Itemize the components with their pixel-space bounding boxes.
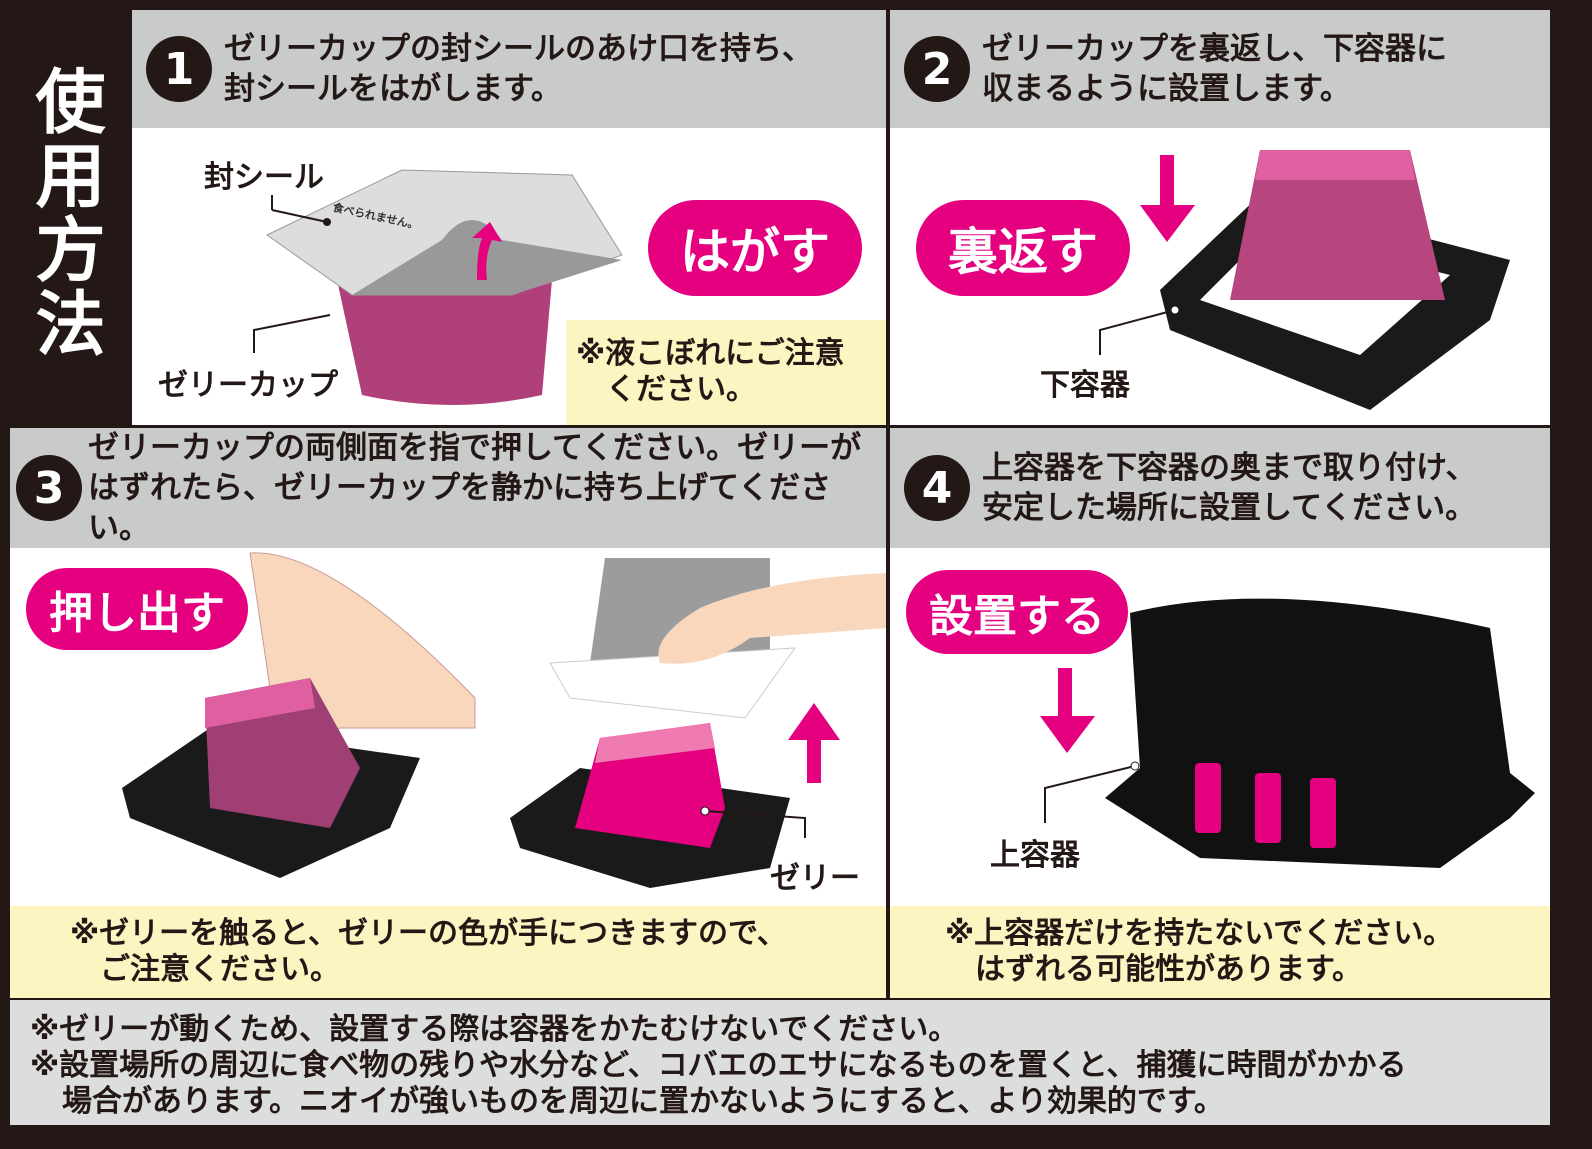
step-2-header: 2 ゼリーカップを裏返し、下容器に 収まるように設置します。 bbox=[890, 10, 1550, 128]
step-1-panel: 1 ゼリーカップの封シールのあけ口を持ち、 封シールをはがします。 食べられませ… bbox=[132, 10, 886, 425]
page-title: 使用方法 bbox=[0, 0, 130, 425]
step-instruction: 上容器を下容器の奥まで取り付け、 安定した場所に設置してください。 bbox=[982, 450, 1477, 526]
step-4-header: 4 上容器を下容器の奥まで取り付け、 安定した場所に設置してください。 bbox=[890, 428, 1550, 548]
assembled-trap-illustration bbox=[1040, 598, 1535, 868]
push-out-illustration bbox=[122, 552, 886, 888]
step-3-header: 3 ゼリーカップの両側面を指で押してください。ゼリーが はずれたら、ゼリーカップ… bbox=[10, 428, 886, 548]
step-number: 4 bbox=[904, 455, 970, 521]
footer-note: ※設置場所の周辺に食べ物の残りや水分など、コバエのエサになるものを置くと、捕獲に… bbox=[30, 1048, 1407, 1119]
flip-illustration bbox=[1099, 150, 1510, 410]
footer-note: ※ゼリーが動くため、設置する際は容器をかたむけないでください。 bbox=[30, 1012, 959, 1047]
step-number: 2 bbox=[904, 36, 970, 102]
step-instruction: ゼリーカップを裏返し、下容器に 収まるように設置します。 bbox=[982, 31, 1447, 107]
step-instruction: ゼリーカップの封シールのあけ口を持ち、 封シールをはがします。 bbox=[224, 31, 813, 107]
action-badge: はがす bbox=[648, 200, 862, 296]
caution-note: ※液こぼれにご注意 ください。 bbox=[566, 320, 886, 425]
footer-notes: ※ゼリーが動くため、設置する際は容器をかたむけないでください。 ※設置場所の周辺… bbox=[10, 1000, 1550, 1125]
action-badge: 押し出す bbox=[26, 568, 248, 650]
step-2-panel: 2 ゼリーカップを裏返し、下容器に 収まるように設置します。 裏返す 下容器 bbox=[890, 10, 1550, 425]
step-instruction: ゼリーカップの両側面を指で押してください。ゼリーが はずれたら、ゼリーカップを静… bbox=[88, 430, 862, 546]
action-badge: 設置する bbox=[906, 570, 1128, 654]
title-text: 使用方法 bbox=[24, 64, 106, 361]
caution-note: ※ゼリーを触ると、ゼリーの色が手につきますので、 ご注意ください。 bbox=[10, 906, 886, 998]
cup-label: ゼリーカップ bbox=[158, 368, 338, 403]
step-number: 1 bbox=[146, 36, 212, 102]
lower-container-label: 下容器 bbox=[1040, 368, 1130, 403]
upper-container-label: 上容器 bbox=[990, 838, 1080, 873]
step-1-header: 1 ゼリーカップの封シールのあけ口を持ち、 封シールをはがします。 bbox=[132, 10, 886, 128]
caution-note: ※上容器だけを持たないでください。 はずれる可能性があります。 bbox=[890, 906, 1550, 998]
step-number: 3 bbox=[16, 455, 82, 521]
step-3-panel: 3 ゼリーカップの両側面を指で押してください。ゼリーが はずれたら、ゼリーカップ… bbox=[10, 428, 886, 998]
cup-seal-illustration bbox=[253, 169, 623, 405]
jelly-label: ゼリー bbox=[770, 861, 860, 896]
seal-label: 封シール bbox=[204, 160, 324, 195]
step-4-panel: 4 上容器を下容器の奥まで取り付け、 安定した場所に設置してください。 設置する… bbox=[890, 428, 1550, 998]
action-badge: 裏返す bbox=[916, 200, 1130, 296]
